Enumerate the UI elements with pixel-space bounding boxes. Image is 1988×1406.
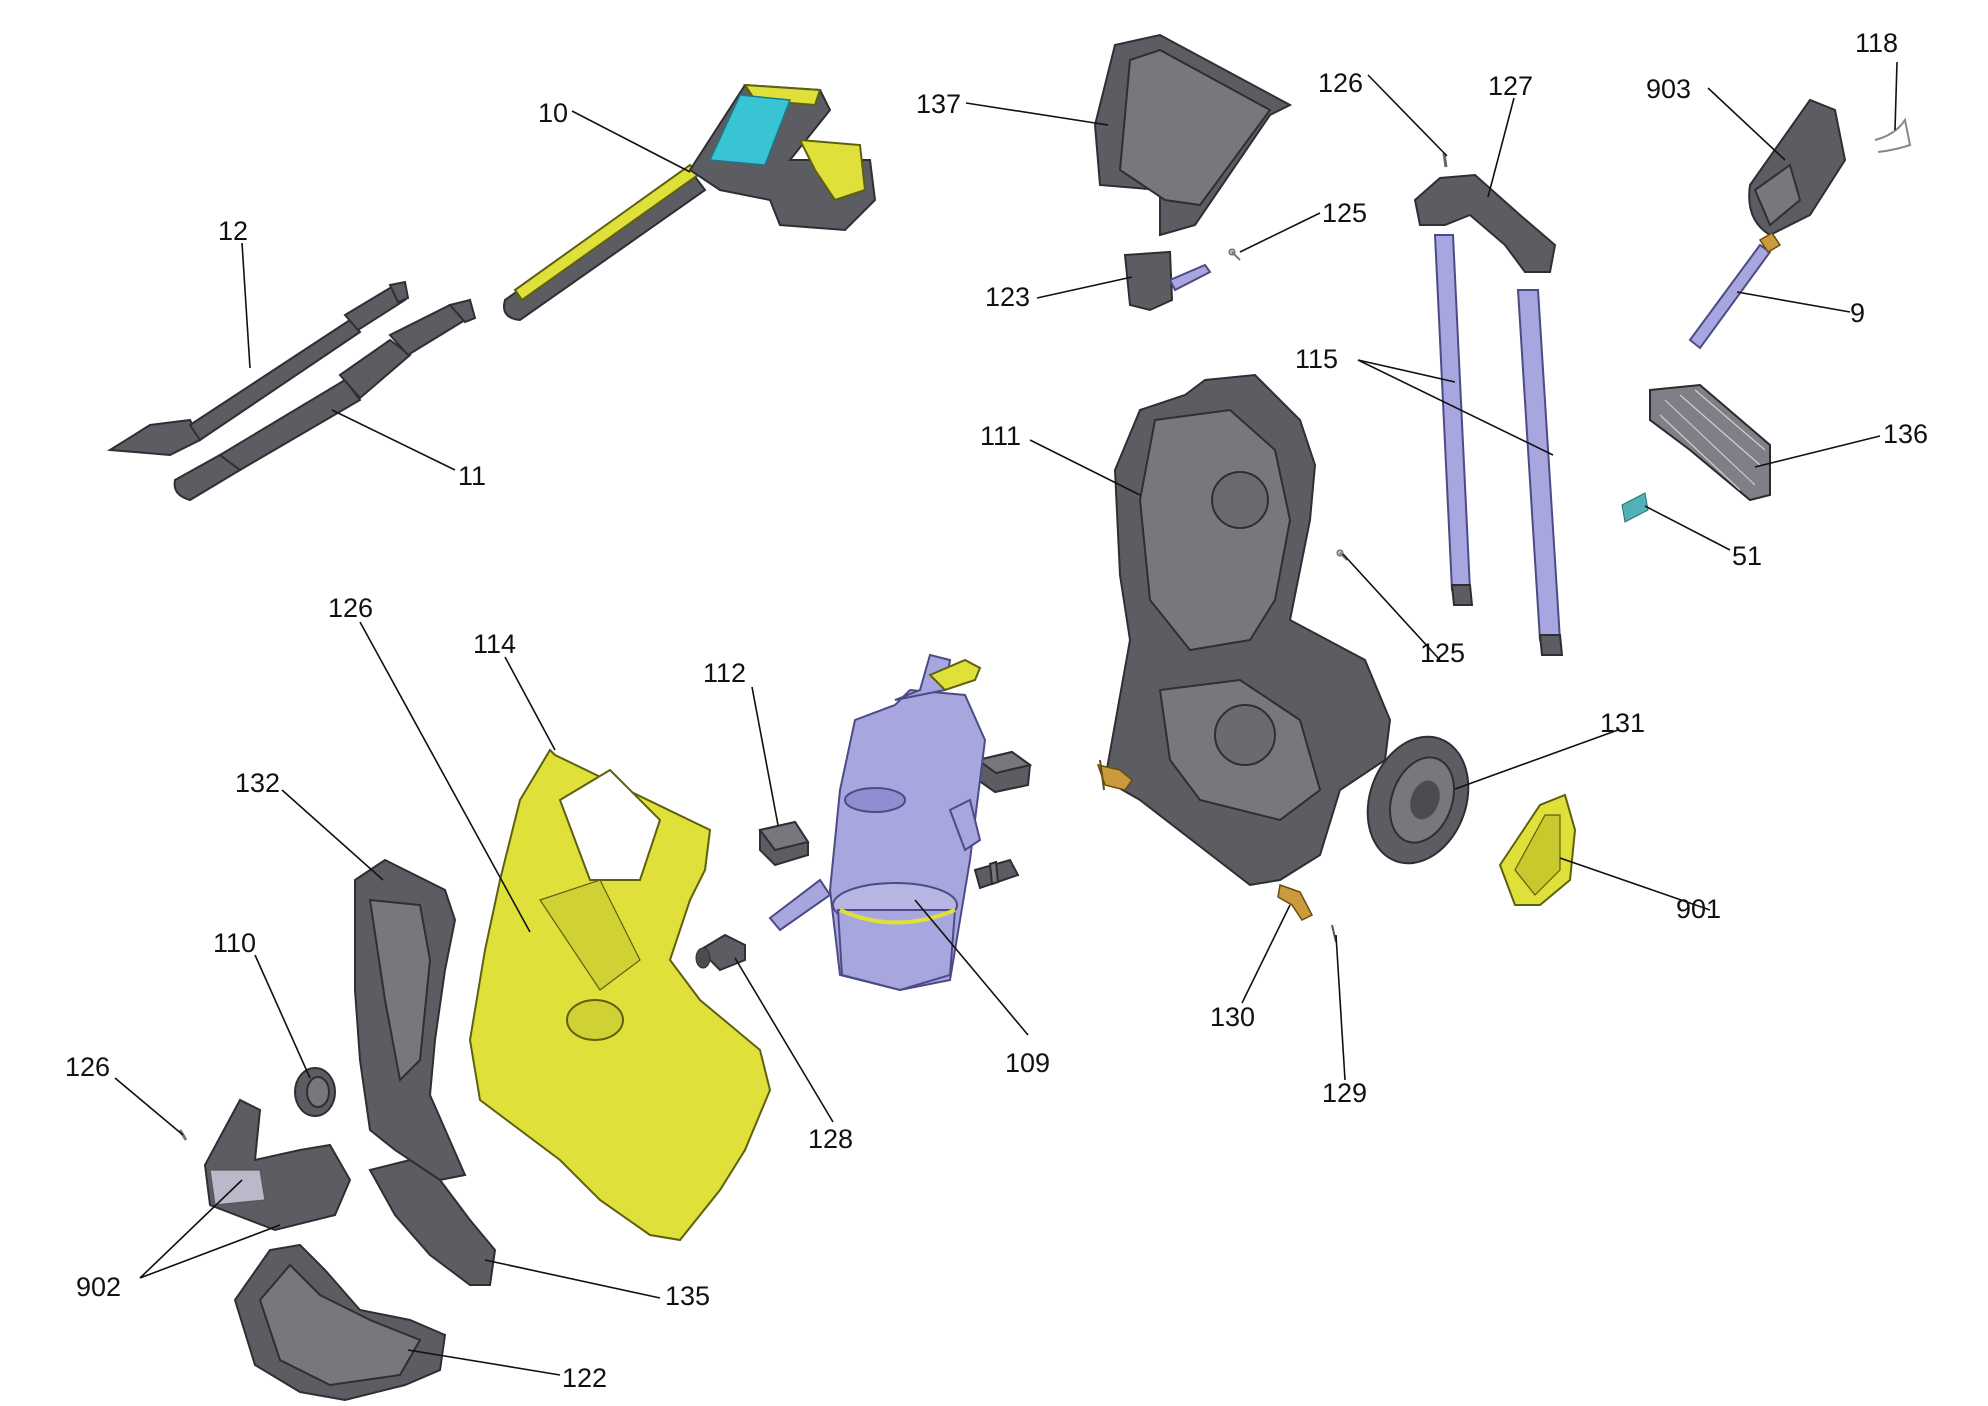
- callout-11: 11: [458, 461, 486, 491]
- callout-128: 128: [808, 1124, 853, 1154]
- callout-127: 127: [1488, 71, 1533, 101]
- part-131-wheel: [1366, 735, 1470, 865]
- callout-125-upper: 125: [1322, 198, 1367, 228]
- part-901-wheel-cover: [1498, 793, 1577, 906]
- part-130-outlet-fitting: [1277, 883, 1314, 921]
- callout-902: 902: [76, 1272, 121, 1302]
- part-903-accessory-holder: [1748, 98, 1847, 237]
- part-128-plug: [695, 933, 746, 972]
- callout-129: 129: [1322, 1078, 1367, 1108]
- callout-111: 111: [980, 421, 1021, 451]
- callout-132: 132: [235, 768, 280, 798]
- part-132-side-panel: [354, 858, 467, 1182]
- part-10-spray-gun: [503, 83, 877, 322]
- callout-118: 118: [1855, 28, 1898, 58]
- callout-12: 12: [218, 216, 248, 246]
- part-902-nozzle-holder: [203, 1098, 352, 1232]
- callout-137: 137: [916, 89, 961, 119]
- callout-10: 10: [538, 98, 568, 128]
- callout-136: 136: [1883, 419, 1928, 449]
- callout-122: 122: [562, 1363, 607, 1393]
- callout-126-mid: 126: [328, 593, 373, 623]
- callout-903: 903: [1646, 74, 1691, 104]
- part-110-knob: [294, 1067, 336, 1117]
- callout-9: 9: [1850, 298, 1865, 328]
- callout-125-lower: 125: [1420, 638, 1465, 668]
- part-129-screw: [1331, 924, 1337, 943]
- part-inlet-fitting: [1096, 759, 1134, 791]
- callout-126-top: 126: [1318, 68, 1363, 98]
- part-125-screw-upper: [1228, 248, 1241, 261]
- part-122-base-tray: [233, 1243, 447, 1402]
- callout-131: 131: [1600, 708, 1645, 738]
- callout-130: 130: [1210, 1002, 1255, 1032]
- part-137-holder: [1093, 33, 1293, 237]
- callout-51: 51: [1732, 541, 1762, 571]
- part-11-dirt-blaster-lance: [173, 298, 477, 502]
- part-118-clip: [1874, 117, 1912, 153]
- part-126-screw-top: [1442, 152, 1448, 168]
- part-111-housing: [1103, 373, 1392, 887]
- callout-114: 114: [473, 629, 516, 659]
- callout-901: 901: [1676, 894, 1721, 924]
- part-9-detergent-tube: [1688, 231, 1782, 350]
- part-123-cap: [1123, 250, 1212, 312]
- callout-115: 115: [1295, 344, 1338, 374]
- callout-109: 109: [1005, 1048, 1050, 1078]
- part-109-motor-pump-unit: [768, 653, 1020, 992]
- part-127-handle: [1413, 173, 1557, 273]
- callout-135: 135: [665, 1281, 710, 1311]
- part-114-front-cover: [468, 748, 772, 1242]
- part-115-telescopic-tubes: [1433, 234, 1564, 656]
- part-112-damping-blocks: [758, 750, 1033, 867]
- part-125-screw-lower: [1336, 549, 1348, 561]
- callout-numbers: 10 12 11 137 126 127 903 118 125 123 9 1…: [65, 28, 1928, 1393]
- callout-123: 123: [985, 282, 1030, 312]
- callout-126-left: 126: [65, 1052, 110, 1082]
- leader-lines: [114, 61, 1898, 1376]
- part-135-lower-panel: [368, 1158, 497, 1286]
- part-51-label: [1621, 492, 1649, 523]
- callout-110: 110: [213, 928, 256, 958]
- part-136-net-filter: [1649, 383, 1771, 502]
- part-12-vario-lance: [106, 280, 410, 457]
- callout-112: 112: [703, 658, 746, 688]
